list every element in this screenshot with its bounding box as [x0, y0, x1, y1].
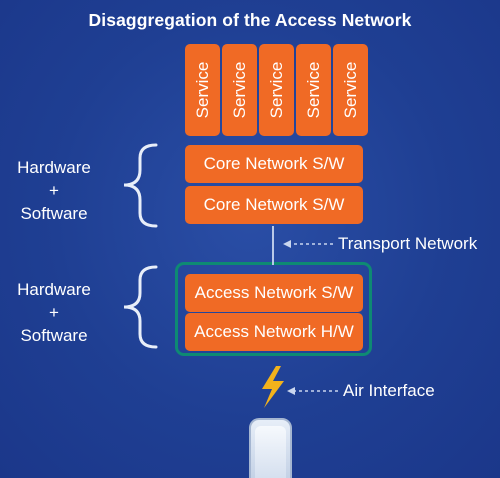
software-text: Software: [20, 204, 88, 223]
plus-text: +: [49, 303, 59, 322]
phone-screen: [255, 426, 286, 478]
core-network-sw-box-2: Core Network S/W: [185, 186, 363, 224]
plus-text: +: [49, 181, 59, 200]
access-network-sw-box: Access Network S/W: [185, 274, 363, 312]
core-network-sw-box-1: Core Network S/W: [185, 145, 363, 183]
service-box-3: Service: [259, 44, 294, 136]
lightning-bolt-icon: [262, 366, 284, 408]
hardware-software-label-upper: Hardware + Software: [4, 156, 104, 225]
transport-arrowhead-icon: [283, 240, 291, 248]
hardware-software-label-lower: Hardware + Software: [4, 278, 104, 347]
smartphone-icon: [249, 418, 292, 478]
air-interface-label: Air Interface: [343, 381, 435, 400]
software-text: Software: [20, 326, 88, 345]
hardware-text: Hardware: [17, 158, 91, 177]
access-network-hw-box: Access Network H/W: [185, 313, 363, 351]
service-box-1: Service: [185, 44, 220, 136]
diagram-title: Disaggregation of the Access Network: [88, 10, 412, 30]
hardware-text: Hardware: [17, 280, 91, 299]
service-box-5: Service: [333, 44, 368, 136]
air-arrowhead-icon: [287, 387, 295, 395]
service-box-4: Service: [296, 44, 331, 136]
lower-brace-icon: [123, 265, 158, 349]
upper-brace-icon: [123, 143, 158, 228]
transport-network-label: Transport Network: [338, 234, 478, 253]
service-box-2: Service: [222, 44, 257, 136]
